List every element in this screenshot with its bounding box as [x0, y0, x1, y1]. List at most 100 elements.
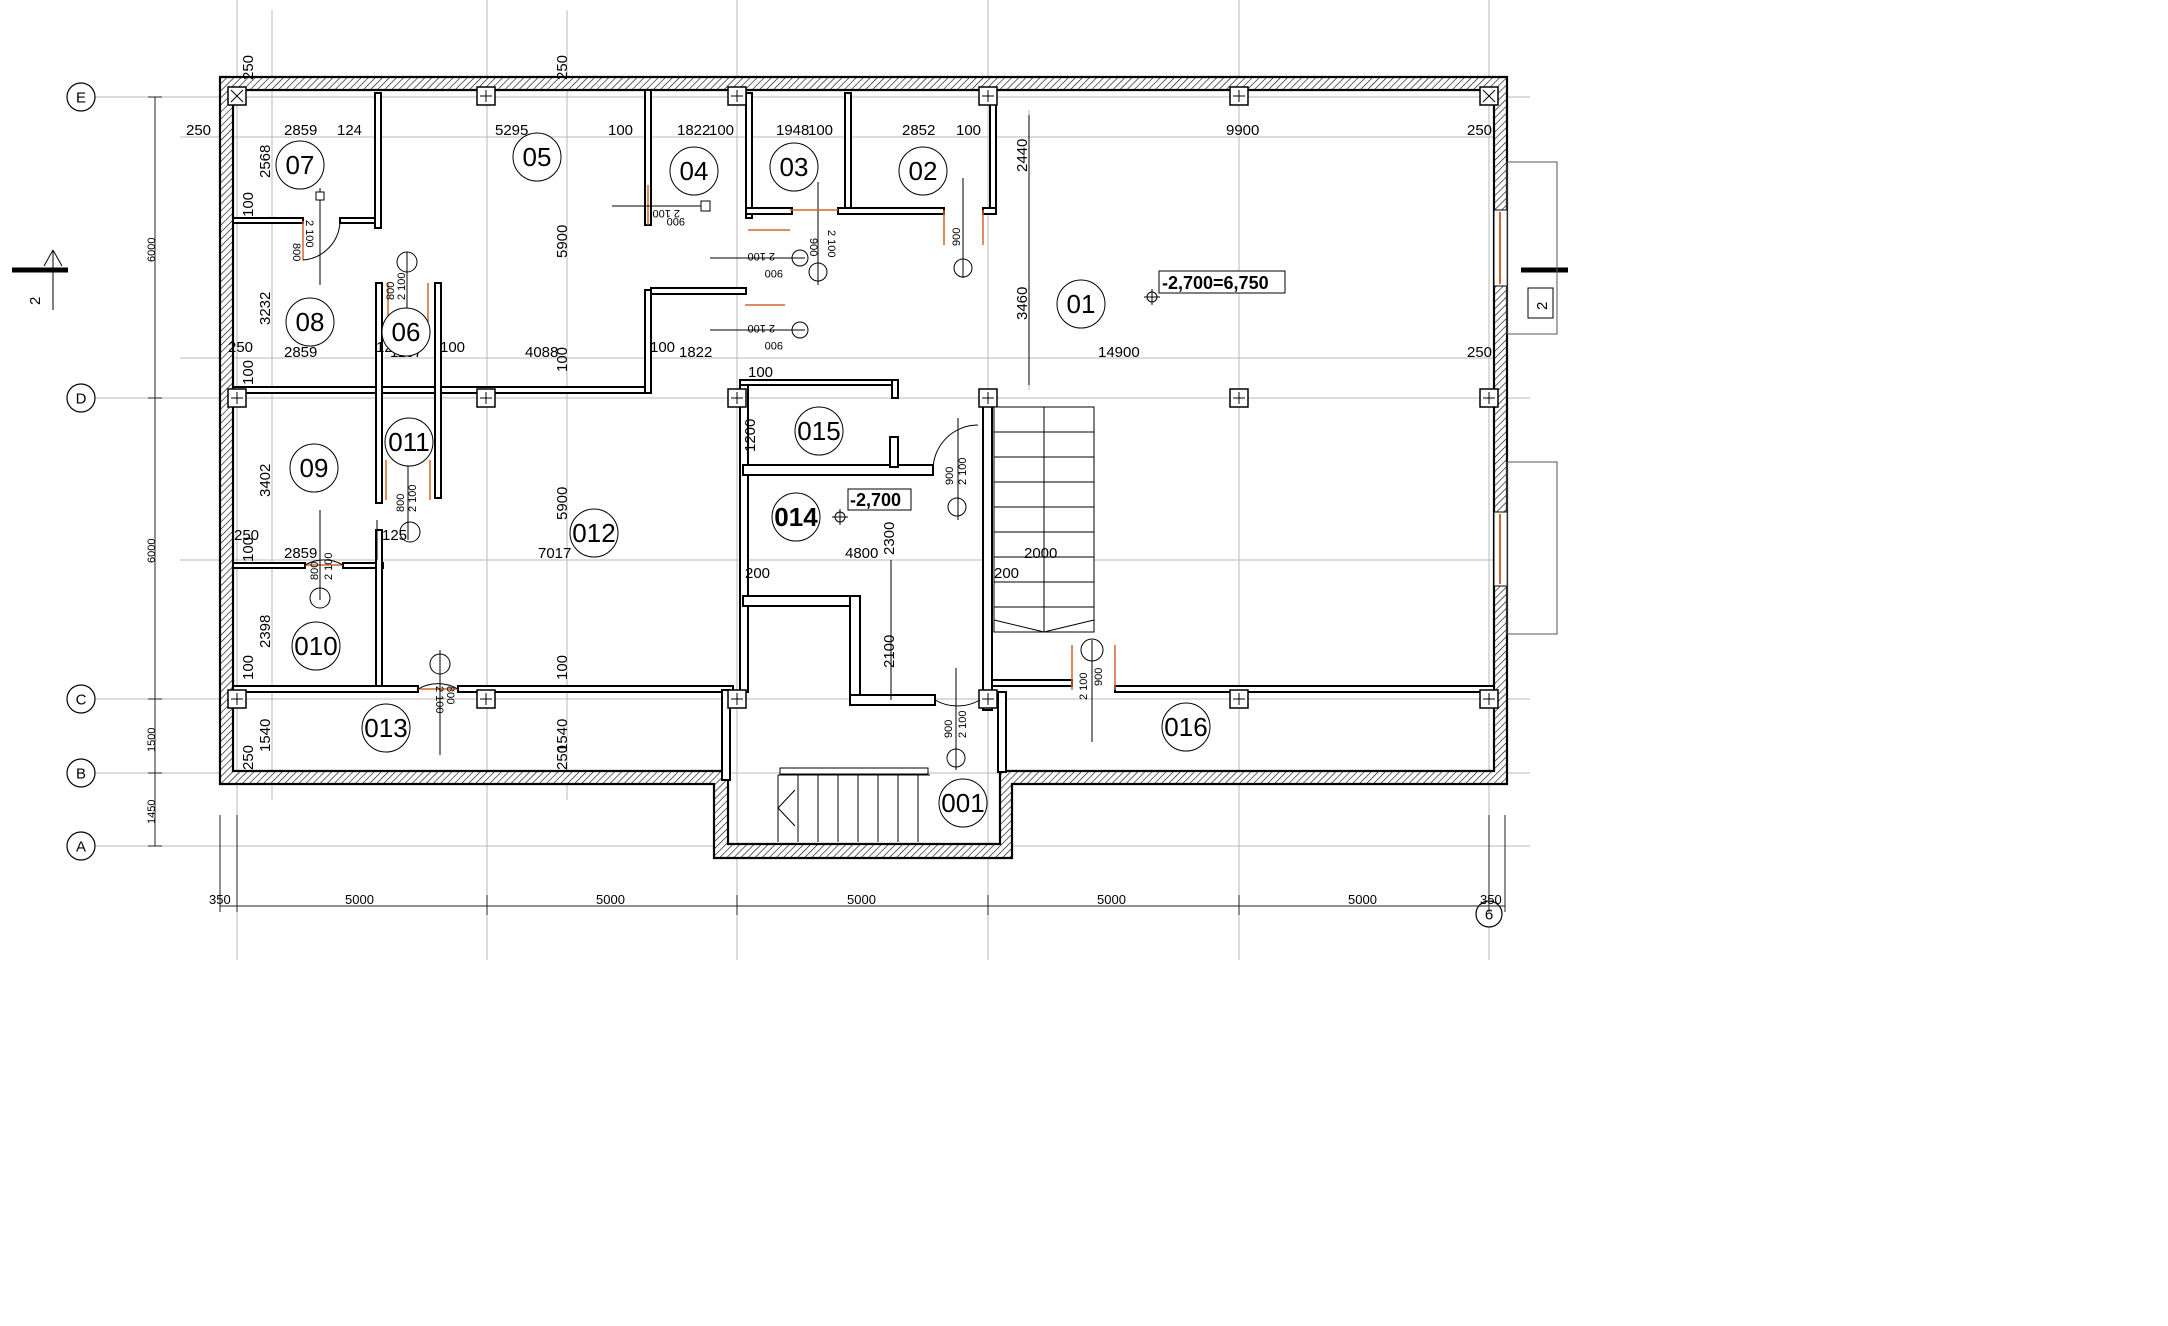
room-01: 01: [1056, 279, 1106, 329]
svg-text:250: 250: [554, 745, 571, 770]
svg-text:100: 100: [440, 339, 465, 356]
svg-text:2 100: 2 100: [323, 552, 335, 580]
column-e6: [1479, 86, 1499, 106]
room-010: 010: [291, 621, 341, 671]
svg-text:015: 015: [797, 416, 840, 446]
svg-text:5900: 5900: [554, 225, 571, 258]
room-03: 03: [769, 142, 819, 192]
svg-text:08: 08: [296, 307, 325, 337]
svg-text:1948: 1948: [776, 122, 809, 139]
svg-text:5900: 5900: [554, 487, 571, 520]
door-04: [612, 185, 711, 225]
svg-text:013: 013: [364, 713, 407, 743]
svg-text:200: 200: [994, 565, 1019, 582]
room-05: 05: [512, 132, 562, 182]
svg-text:800: 800: [385, 282, 397, 300]
room-013: 013: [361, 703, 411, 753]
column-d2: [476, 388, 496, 408]
svg-text:001: 001: [941, 788, 984, 818]
svg-text:3402: 3402: [257, 464, 274, 497]
svg-text:250: 250: [1467, 122, 1492, 139]
svg-text:011: 011: [388, 427, 429, 457]
svg-text:-2,700: -2,700: [850, 490, 901, 510]
svg-text:2568: 2568: [257, 145, 274, 178]
dims-row-e: 250 2859 124 5295 100 1822 100 1948 100 …: [186, 122, 1492, 139]
room-014: 014: [771, 492, 821, 542]
svg-text:2: 2: [1534, 302, 1551, 310]
svg-text:100: 100: [808, 122, 833, 139]
svg-text:1450: 1450: [146, 800, 158, 824]
door-02: [943, 178, 984, 278]
column-c2: [476, 689, 496, 709]
svg-text:2 100: 2 100: [396, 272, 408, 300]
svg-text:2100: 2100: [881, 635, 898, 668]
svg-text:2 100: 2 100: [652, 207, 680, 219]
svg-text:5000: 5000: [1097, 892, 1126, 907]
level-marker-stair: -2,700: [832, 488, 912, 525]
svg-text:350: 350: [209, 892, 231, 907]
door-labels: 800 2 100 800 2 100 800 2 100 800 2 100 …: [290, 207, 1105, 738]
svg-text:100: 100: [240, 537, 257, 562]
svg-text:350: 350: [1480, 892, 1502, 907]
svg-text:6: 6: [1485, 907, 1493, 924]
dims-vertical: 2568 3232 3402 2398 1540 250 100 100 100…: [240, 139, 1031, 770]
svg-text:2859: 2859: [284, 344, 317, 361]
room-012: 012: [569, 508, 619, 558]
svg-text:2 100: 2 100: [407, 484, 419, 512]
stair-main: [993, 406, 1095, 633]
room-08: 08: [285, 297, 335, 347]
svg-text:250: 250: [186, 122, 211, 139]
axis-bubble-a: A: [66, 831, 96, 861]
column-c5: [1229, 689, 1249, 709]
dims-top: 250 250: [240, 55, 571, 80]
stair-entrance: [777, 767, 930, 842]
svg-text:03: 03: [780, 152, 809, 182]
door-03a: [710, 229, 809, 267]
column-c4: [978, 689, 998, 709]
column-d3: [727, 388, 747, 408]
column-d5: [1229, 388, 1249, 408]
svg-text:010: 010: [294, 631, 337, 661]
svg-text:250: 250: [240, 745, 257, 770]
column-d4: [978, 388, 998, 408]
svg-text:100: 100: [240, 655, 257, 680]
svg-text:9900: 9900: [1226, 122, 1259, 139]
svg-text:016: 016: [1164, 712, 1207, 742]
level-marker-main: -2,700=6,750: [1144, 270, 1286, 305]
svg-text:2 100: 2 100: [303, 220, 315, 248]
svg-text:900: 900: [1093, 668, 1105, 686]
svg-text:6000: 6000: [146, 539, 158, 563]
door-016: [1071, 638, 1116, 742]
svg-text:2 100: 2 100: [433, 686, 445, 714]
door-03b: [790, 182, 838, 285]
svg-text:3232: 3232: [257, 292, 274, 325]
interior-walls: [232, 89, 1495, 781]
svg-text:250: 250: [1467, 344, 1492, 361]
column-e5: [1229, 86, 1249, 106]
svg-text:5295: 5295: [495, 122, 528, 139]
svg-text:02: 02: [909, 156, 938, 186]
room-016: 016: [1161, 702, 1211, 752]
svg-text:800: 800: [290, 243, 302, 261]
svg-text:4088: 4088: [525, 344, 558, 361]
column-c3: [727, 689, 747, 709]
svg-text:900: 900: [765, 339, 783, 351]
svg-text:09: 09: [300, 453, 329, 483]
svg-text:2 100: 2 100: [747, 250, 775, 262]
svg-text:07: 07: [286, 150, 315, 180]
dim-100-core: 100: [748, 364, 773, 381]
door-013: [417, 650, 459, 755]
column-d6: [1479, 388, 1499, 408]
svg-text:7017: 7017: [538, 545, 571, 562]
svg-text:100: 100: [240, 192, 257, 217]
svg-text:B: B: [76, 766, 86, 783]
svg-text:D: D: [76, 391, 87, 408]
svg-text:04: 04: [680, 156, 709, 186]
svg-text:800: 800: [444, 686, 456, 704]
column-d1: [227, 388, 247, 408]
svg-text:2: 2: [27, 297, 44, 305]
svg-text:1822: 1822: [679, 344, 712, 361]
svg-text:05: 05: [523, 142, 552, 172]
svg-text:5000: 5000: [847, 892, 876, 907]
svg-text:3460: 3460: [1014, 287, 1031, 320]
